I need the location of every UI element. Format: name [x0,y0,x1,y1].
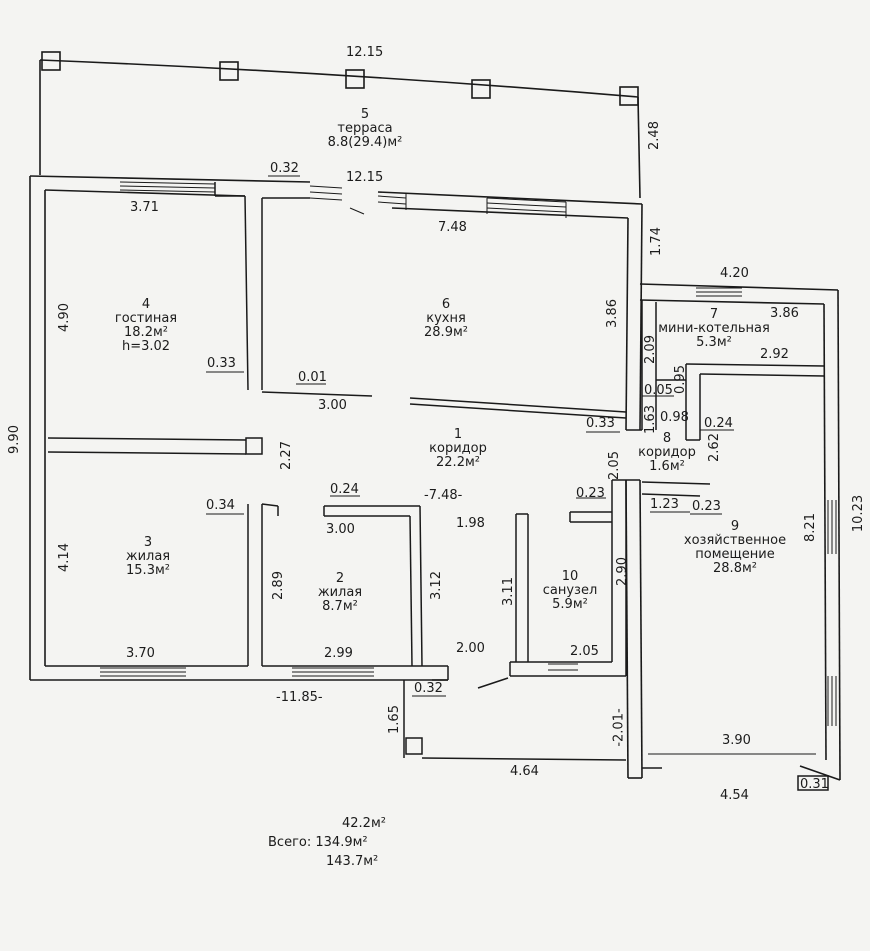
dim-boiler-small2: 0.95 [672,365,688,394]
room-7-boiler-room: 7 мини-котельная 5.3м² [658,307,770,350]
window [827,500,837,554]
terrace-outline [39,59,639,98]
dim-store-h: 8.21 [802,513,818,542]
dim-living-left: 4.90 [56,303,72,332]
dim-corr-right: 2.62 [706,433,722,462]
dim-porch-h: 1.65 [386,705,402,734]
dim-house-top: 12.15 [346,170,384,185]
dim-overall-bottom: -11.85- [276,690,323,705]
dim-boiler-inner: 3.86 [770,306,799,321]
window [292,667,374,677]
room-1-corridor: 1 коридор 22.2м² [429,427,487,470]
window [100,667,186,677]
dim-bed2-width: 3.00 [326,522,355,537]
window [548,663,578,671]
dim-boiler-top: 4.20 [720,266,749,281]
dim-living-top: 3.71 [130,200,159,215]
dim-corr-small: 0.98 [660,410,689,425]
room-5-terrace: 5 терраса 8.8(29.4)м² [327,107,403,150]
room-2-bedroom: 2 жилая 8.7м² [317,571,363,614]
room-9-storage: 9 хозяйственное помещение 28.8м² [683,519,787,576]
dim-bath-left: 3.11 [500,577,516,606]
dim-overall-left: 9.90 [6,425,22,454]
window [119,177,216,193]
terrace-right-edge [637,96,641,199]
dim-bed3-bottom: 3.70 [126,646,155,661]
window [827,676,837,726]
room-10-bathroom: 10 санузел 5.9м² [542,569,598,612]
window [486,197,567,213]
dim-terrace-top: 12.15 [346,45,384,60]
terrace-post [471,79,491,99]
dim-bath-top-h: 2.05 [606,451,622,480]
dim-bath-right: 2.90 [614,557,630,586]
dim-corr-small2: 0.24 [704,416,733,431]
window [696,287,742,297]
terrace-post [41,51,61,71]
dim-entry-post: 0.32 [414,681,443,696]
dim-corr-width: 1.98 [456,516,485,531]
dim-bed2-left: 2.89 [270,571,286,600]
dim-boiler-left: 2.09 [642,335,658,364]
area-totals: 42.2м² Всего: 134.9м² 143.7м² [268,816,386,869]
dim-terrace-post: 0.32 [270,161,299,176]
dim-bed2-top: 0.24 [330,482,359,497]
dim-corr-wall: 0.33 [586,416,615,431]
dim-column-h: 2.27 [278,441,294,470]
room-4-living-room: 4 гостиная 18.2м² h=3.02 [114,297,178,354]
window [377,195,407,205]
dim-terrace-right: 2.48 [646,121,662,150]
dim-store-post: 0.31 [800,777,829,792]
dim-corridor-len: -7.48- [424,488,463,503]
room-8-corridor: 8 коридор 1.6м² [638,431,696,474]
room-6-kitchen: 6 кухня 28.9м² [424,297,468,340]
dim-boiler-inner2: 2.92 [760,347,789,362]
dim-living-wall: 0.33 [207,356,236,371]
dim-kitchen-open: 3.00 [318,398,347,413]
dim-kitchen-right: 3.86 [604,299,620,328]
dim-porch-right: -2.01- [611,708,627,747]
dim-bath-wall: 0.23 [576,486,605,501]
dim-bath-bottom: 2.05 [570,644,599,659]
dim-store-wall2: 0.23 [692,499,721,514]
dim-corr8-h: 1.63 [642,405,658,434]
terrace-post [619,86,639,106]
dim-right-upper: 1.74 [648,227,664,256]
dim-store-outer: 4.54 [720,788,749,803]
dim-wall-01: 0.01 [298,370,327,385]
dim-porch-w: 4.64 [510,764,539,779]
dim-overall-right: 10.23 [851,494,867,533]
dim-entry-w: 2.00 [456,641,485,656]
dim-boiler-small: 0.05 [644,383,673,398]
window [309,185,343,201]
dim-kitchen-top: 7.48 [438,220,467,235]
terrace-post [345,69,365,89]
dim-store-bottom: 3.90 [722,733,751,748]
terrace-post [219,61,239,81]
dim-bed3-left: 4.14 [56,543,72,572]
dim-bed2-right: 3.12 [428,571,444,600]
dim-bed2-bottom: 2.99 [324,646,353,661]
dim-store-wall1: 1.23 [650,497,679,512]
room-3-bedroom: 3 жилая 15.3м² [125,535,171,578]
dim-bedroom-wall: 0.34 [206,498,235,513]
